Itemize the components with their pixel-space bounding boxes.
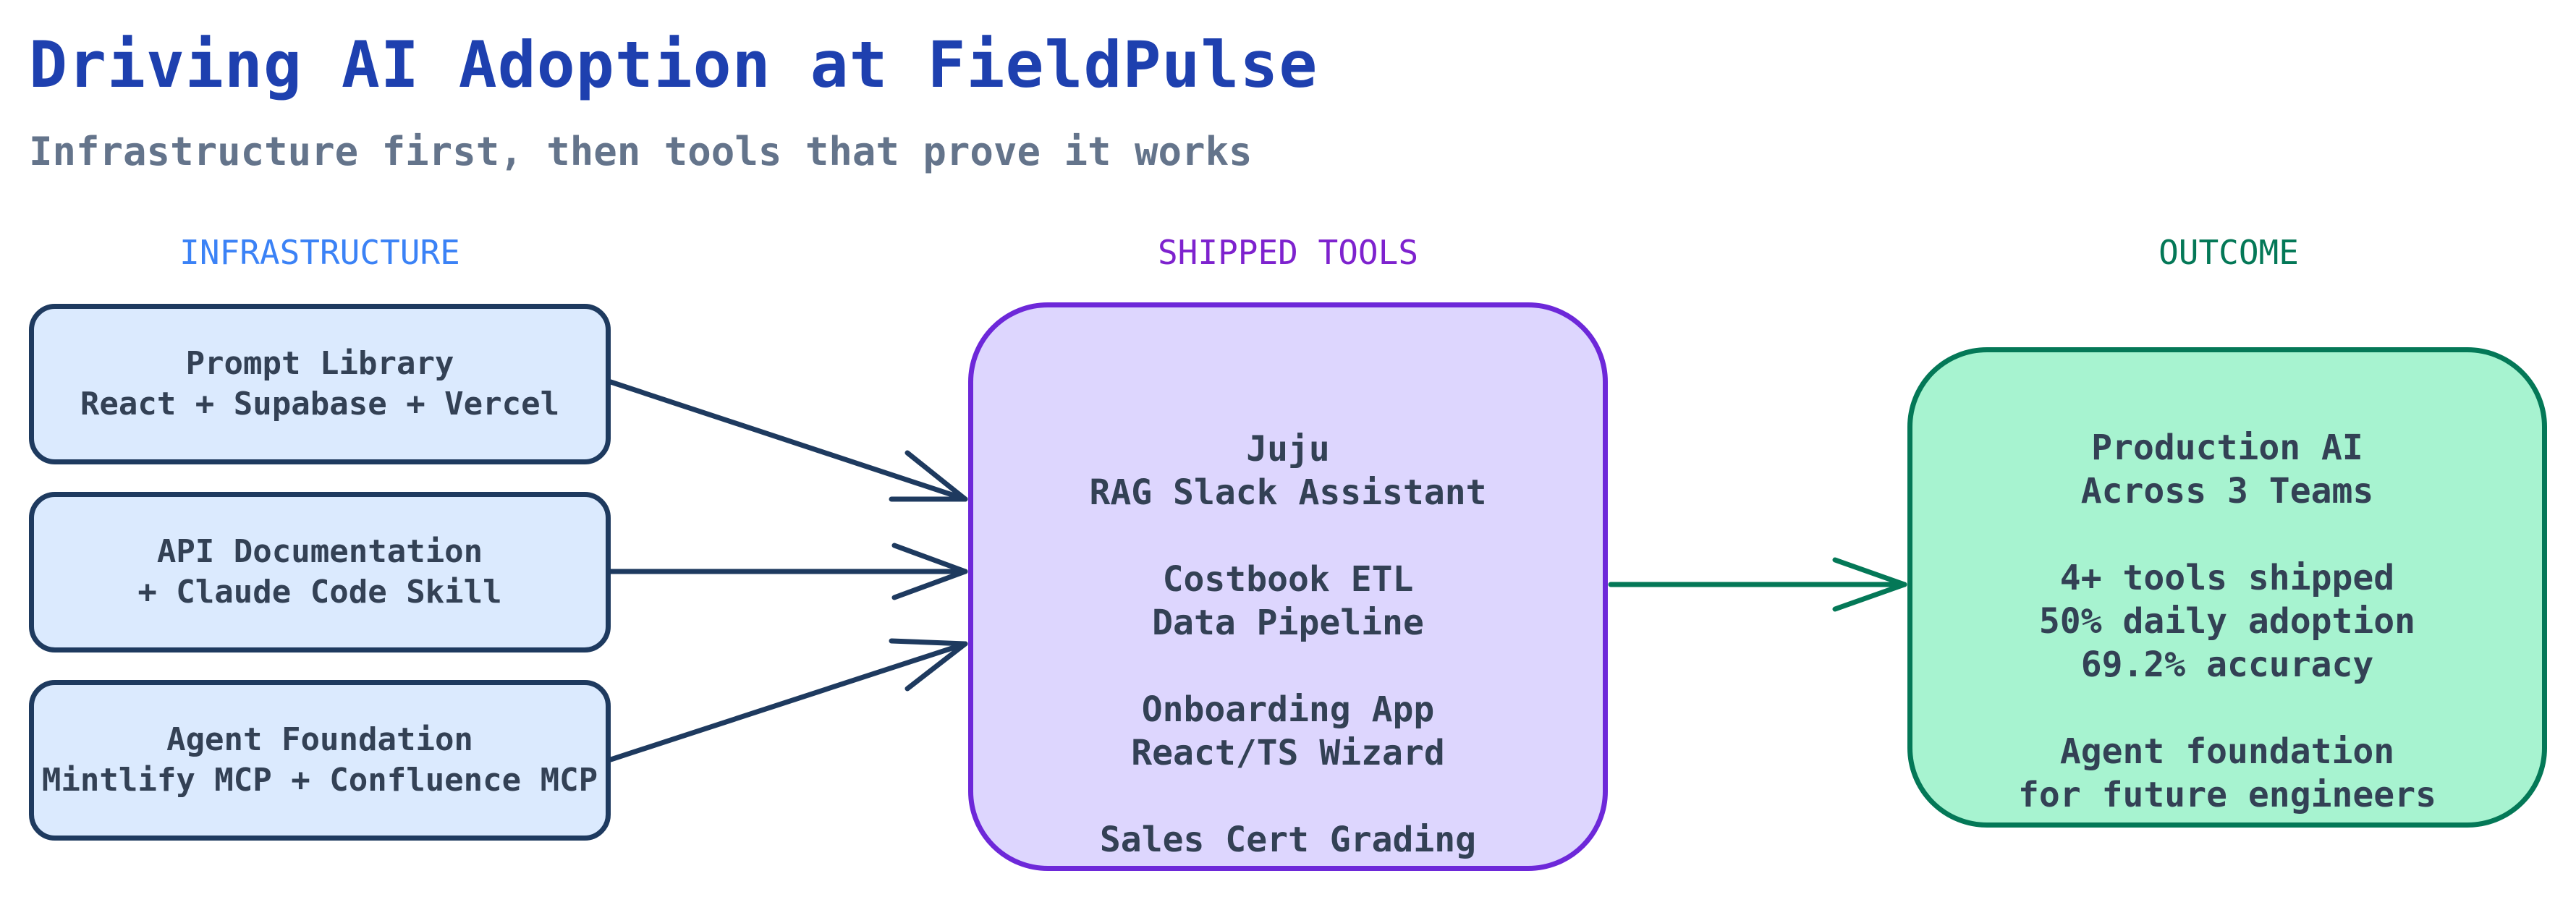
arrow-agent-foundation-to-tools xyxy=(608,641,968,762)
infrastructure-box-agent-foundation: Agent Foundation Mintlify MCP + Confluen… xyxy=(29,680,611,841)
outcome-line: 50% daily adoption xyxy=(2038,601,2416,642)
infrastructure-box-api-documentation: API Documentation + Claude Code Skill xyxy=(29,492,611,652)
tool-name: Sales Cert Grading xyxy=(1099,820,1477,860)
tool-description: RAG Slack Assistant xyxy=(1089,472,1487,513)
outcome-line: Agent foundation xyxy=(2059,731,2395,772)
tool-description: Data Pipeline xyxy=(1152,603,1424,643)
tool-name: Juju xyxy=(1246,429,1330,469)
outcome-line: 69.2% accuracy xyxy=(2080,645,2374,685)
tool-item-juju: Juju RAG Slack Assistant xyxy=(1089,428,1486,514)
arrowhead-outcome xyxy=(1832,557,1907,612)
tool-item-sales-cert-grading: Sales Cert Grading xyxy=(1100,818,1476,862)
shipped-tools-heading: SHIPPED TOOLS xyxy=(1157,233,1419,272)
outcome-group-production: Production AI Across 3 Teams xyxy=(2081,426,2374,513)
infrastructure-box-title: Prompt Library xyxy=(185,345,454,382)
tool-item-costbook-etl: Costbook ETL Data Pipeline xyxy=(1152,558,1424,645)
outcome-group-foundation: Agent foundation for future engineers xyxy=(2018,730,2436,817)
outcome-group-metrics: 4+ tools shipped 50% daily adoption 69.2… xyxy=(2039,556,2415,686)
tool-item-onboarding-app: Onboarding App React/TS Wizard xyxy=(1131,688,1444,775)
infrastructure-box-prompt-library: Prompt Library React + Supabase + Vercel xyxy=(29,304,611,464)
tool-description: React/TS Wizard xyxy=(1131,733,1445,773)
arrowhead-api-docs xyxy=(891,543,968,600)
infrastructure-box-detail: Mintlify MCP + Confluence MCP xyxy=(41,762,598,799)
arrowhead-agent-foundation xyxy=(889,638,968,692)
outcome-box: Production AI Across 3 Teams 4+ tools sh… xyxy=(1907,347,2547,828)
infrastructure-heading: INFRASTRUCTURE xyxy=(179,233,460,272)
tool-name: Costbook ETL xyxy=(1162,559,1414,600)
infrastructure-box-detail: React + Supabase + Vercel xyxy=(80,386,560,422)
outcome-line: 4+ tools shipped xyxy=(2059,558,2395,598)
outcome-line: for future engineers xyxy=(2018,775,2436,815)
outcome-line: Production AI xyxy=(2091,428,2363,468)
arrowhead-prompt-library xyxy=(889,450,968,502)
page-title: Driving AI Adoption at FieldPulse xyxy=(29,27,1318,102)
infrastructure-box-title: Agent Foundation xyxy=(166,721,473,758)
shipped-tools-box: Juju RAG Slack Assistant Costbook ETL Da… xyxy=(968,302,1608,871)
page-subtitle: Infrastructure first, then tools that pr… xyxy=(29,129,1253,174)
outcome-heading: OUTCOME xyxy=(2158,233,2299,272)
infrastructure-box-title: API Documentation xyxy=(156,533,483,570)
infrastructure-box-detail: + Claude Code Skill xyxy=(137,574,502,611)
tool-name: Onboarding App xyxy=(1141,689,1435,730)
outcome-line: Across 3 Teams xyxy=(2080,471,2374,511)
arrow-prompt-library-to-tools xyxy=(608,379,968,502)
